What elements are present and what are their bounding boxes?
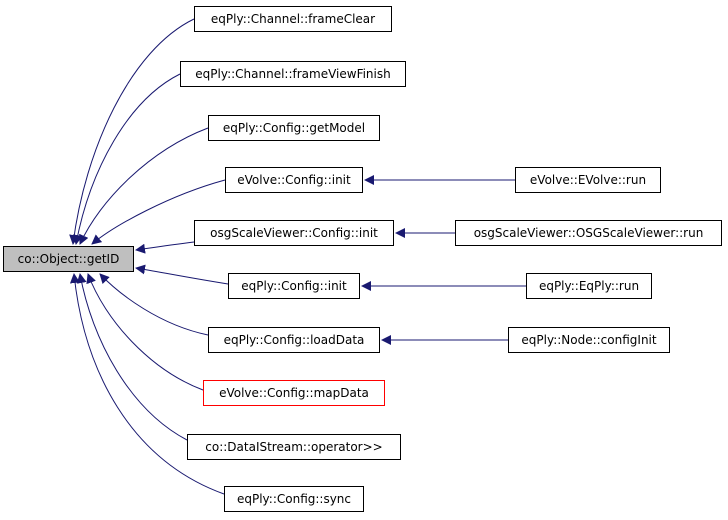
node-evolve-evolve-run[interactable]: eVolve::EVolve::run — [515, 167, 661, 193]
node-eqply-config-sync[interactable]: eqPly::Config::sync — [224, 486, 364, 512]
edge-eqply-init-to-getid — [135, 264, 229, 285]
node-eqply-eqply-run[interactable]: eqPly::EqPly::run — [526, 273, 652, 299]
node-osgscaleviewer-osgscaleviewer-run[interactable]: osgScaleViewer::OSGScaleViewer::run — [455, 220, 722, 246]
node-root-get-id: co::Object::getID — [3, 246, 134, 272]
node-evolve-config-mapdata[interactable]: eVolve::Config::mapData — [203, 380, 385, 406]
node-eqply-config-getmodel[interactable]: eqPly::Config::getModel — [208, 115, 380, 141]
node-eqply-config-loaddata[interactable]: eqPly::Config::loadData — [208, 327, 380, 353]
edge-getmodel-to-getid — [79, 127, 209, 245]
edge-loaddata-to-getid — [99, 273, 209, 336]
edge-frameviewfinish-to-getid — [72, 73, 181, 245]
edge-evolve-init-to-getid — [91, 179, 226, 245]
node-eqply-channel-frameclear[interactable]: eqPly::Channel::frameClear — [194, 6, 392, 32]
edge-operator-to-getid — [76, 273, 188, 441]
node-evolve-config-init[interactable]: eVolve::Config::init — [225, 167, 363, 193]
node-eqply-config-init[interactable]: eqPly::Config::init — [228, 273, 360, 299]
edge-frameclear-to-getid — [69, 18, 195, 245]
edge-sync-to-getid — [69, 273, 225, 495]
node-eqply-channel-frameviewfinish[interactable]: eqPly::Channel::frameViewFinish — [180, 61, 406, 87]
edge-osg-init-to-getid — [135, 241, 195, 254]
node-osgscaleviewer-config-init[interactable]: osgScaleViewer::Config::init — [194, 220, 394, 246]
node-co-dataistream-operator[interactable]: co::DataIStream::operator>> — [187, 434, 401, 460]
node-eqply-node-configinit[interactable]: eqPly::Node::configInit — [508, 327, 670, 353]
edge-mapdata-to-getid — [86, 273, 204, 391]
